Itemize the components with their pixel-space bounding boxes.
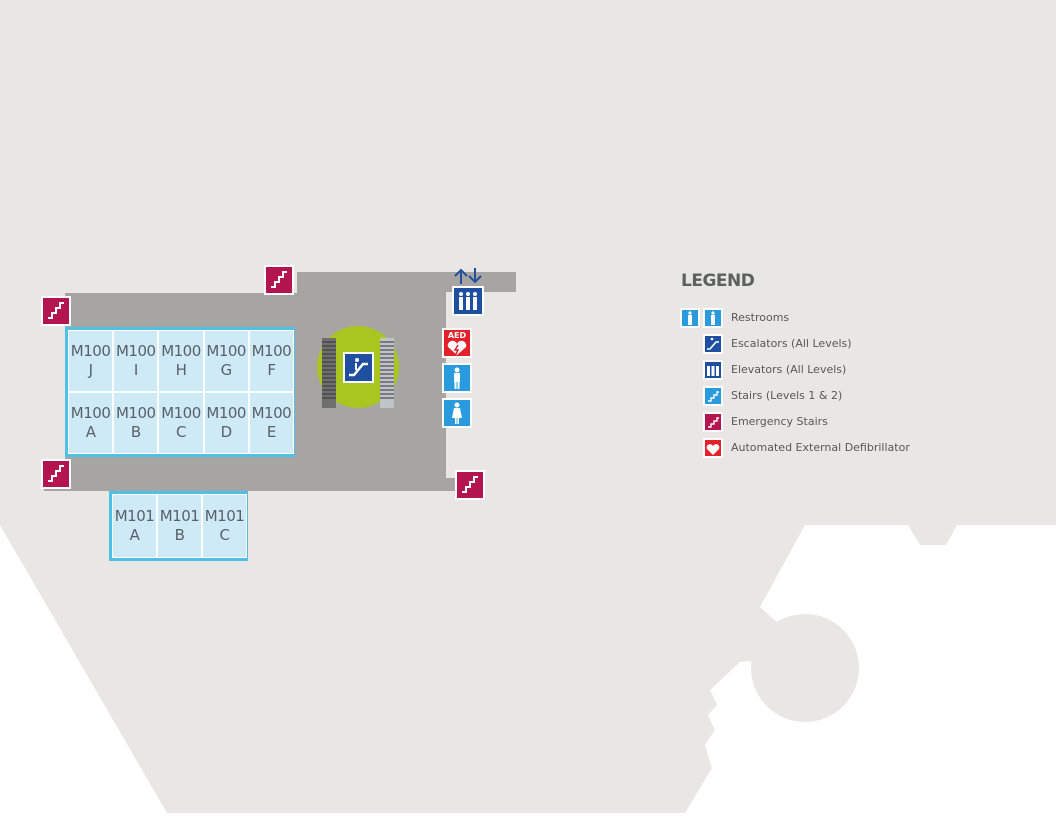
store-unit-number: M101 xyxy=(114,507,155,525)
store-unit-letter: G xyxy=(220,361,233,379)
store-unit-number: M100 xyxy=(70,404,111,422)
store-unit-number: M101 xyxy=(159,507,200,525)
store-unit-number: M100 xyxy=(251,404,292,422)
store-unit-number: M100 xyxy=(206,404,246,422)
elevator-arrows-icon xyxy=(452,266,484,286)
emergency-stairs-icon[interactable] xyxy=(455,470,485,500)
store-unit-number: M100 xyxy=(115,404,156,422)
legend-label: Elevators (All Levels) xyxy=(731,363,847,376)
store-unit-letter: I xyxy=(133,361,138,379)
store-unit-letter: E xyxy=(266,423,276,441)
rotunda-area xyxy=(751,614,859,722)
legend-label: Escalators (All Levels) xyxy=(731,337,852,350)
store-unit-number: M100 xyxy=(206,342,246,360)
stairs-icon xyxy=(703,386,723,406)
store-unit-number: M100 xyxy=(161,404,201,422)
legend-label: Restrooms xyxy=(731,311,790,324)
mens-restroom-icon[interactable] xyxy=(442,363,472,393)
aed-label: AED xyxy=(447,331,467,340)
emergency-stairs-icon xyxy=(703,412,723,432)
emergency-stairs-icon[interactable] xyxy=(41,459,71,489)
legend-label: Stairs (Levels 1 & 2) xyxy=(731,389,843,402)
store-unit-number: M100 xyxy=(70,342,111,360)
womens-restroom-icon[interactable] xyxy=(442,398,472,428)
store-unit-letter: C xyxy=(175,423,186,441)
escalator-icon[interactable] xyxy=(343,352,374,383)
store-unit-number: M100 xyxy=(115,342,156,360)
restroom-icon xyxy=(703,308,723,328)
store-unit-letter: B xyxy=(174,526,185,544)
store-unit-letter: J xyxy=(88,361,93,379)
store-unit-letter: D xyxy=(220,423,233,441)
legend-label: Emergency Stairs xyxy=(731,415,828,428)
emergency-stairs-icon[interactable] xyxy=(264,265,294,295)
store-unit-number: M100 xyxy=(161,342,201,360)
emergency-stairs-icon[interactable] xyxy=(41,296,71,326)
elevator-icon xyxy=(703,360,723,380)
store-unit-letter: H xyxy=(175,361,187,379)
store-unit-letter: A xyxy=(129,526,140,544)
store-unit-letter: B xyxy=(130,423,141,441)
aed-icon[interactable]: AED xyxy=(442,328,472,358)
store-unit-number: M100 xyxy=(251,342,292,360)
store-unit-letter: A xyxy=(85,423,96,441)
legend-label: Automated External Defibrillator xyxy=(731,441,910,454)
store-unit-letter: C xyxy=(219,526,230,544)
store-unit-number: M101 xyxy=(204,507,245,525)
womens-restroom-legend-icon xyxy=(680,308,700,328)
aed-icon xyxy=(703,438,723,458)
store-unit-letter: F xyxy=(267,361,276,379)
legend-title: LEGEND xyxy=(681,271,755,291)
elevator-icon[interactable] xyxy=(452,286,484,316)
escalator-icon xyxy=(703,334,723,354)
